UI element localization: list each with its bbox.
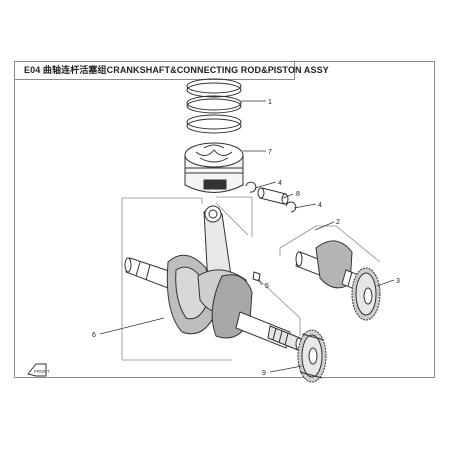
leader-lines (99, 100, 395, 373)
callout-7[interactable]: 7 (268, 149, 272, 156)
piston-pin[interactable] (257, 187, 289, 205)
piston[interactable] (184, 142, 244, 193)
balance-shaft-gear[interactable] (351, 267, 381, 321)
woodruff-key[interactable] (252, 271, 261, 282)
callout-8[interactable]: 8 (296, 191, 300, 198)
crank-assembly-bracket (121, 196, 301, 361)
callout-6[interactable]: 6 (92, 332, 96, 339)
crankshaft-connecting-rod-assembly[interactable] (124, 205, 303, 351)
piston-rings[interactable] (186, 78, 242, 134)
balance-shaft-bracket (279, 225, 381, 263)
callout-1[interactable]: 1 (268, 99, 272, 106)
front-direction-arrow-icon: FRONT (27, 363, 50, 377)
callout-4-lower[interactable]: 4 (318, 202, 322, 209)
svg-text:FRONT: FRONT (34, 369, 50, 374)
callout-3[interactable]: 3 (396, 278, 400, 285)
piston-pin-circlips[interactable] (245, 181, 297, 213)
callout-5[interactable]: 5 (265, 283, 269, 290)
callout-4-upper[interactable]: 4 (278, 180, 282, 187)
diagram-title: E04 曲轴连杆活塞组CRANKSHAFT&CONNECTING ROD&PIS… (14, 61, 329, 80)
callout-9[interactable]: 9 (262, 370, 266, 377)
callout-2[interactable]: 2 (336, 219, 340, 226)
crank-timing-gear[interactable] (297, 329, 327, 383)
